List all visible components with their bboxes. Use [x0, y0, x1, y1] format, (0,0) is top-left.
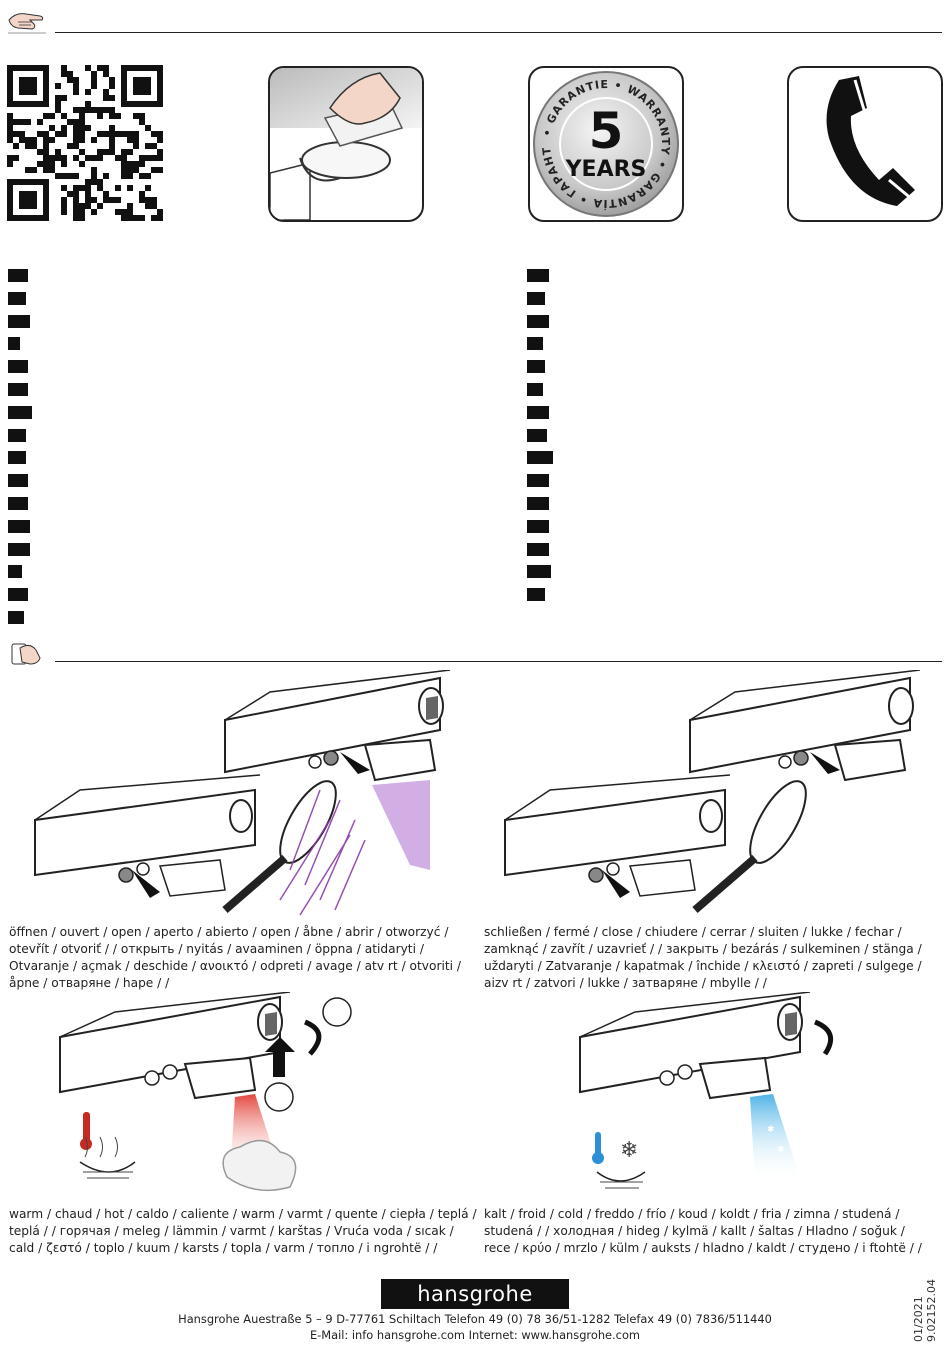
header-rule: [55, 32, 942, 33]
doc-number: 9.02152.04: [925, 1279, 938, 1342]
language-code-box: [527, 405, 549, 419]
phone-icon: [826, 76, 915, 206]
caption-open-2: otevřít / otvoriť / / открыть / nyitás /…: [9, 942, 424, 956]
qr-code: [7, 65, 163, 221]
language-code-box: [527, 383, 543, 396]
caption-open-4: åpne / отваряне / hape / /: [9, 976, 170, 990]
phone-card: [787, 66, 943, 222]
language-code-box: [8, 360, 28, 374]
section-rule: [55, 661, 942, 662]
caption-close-4: aizv rt / zatvori / lukke / затваряне / …: [484, 976, 767, 990]
illustration-warm: [55, 991, 365, 1202]
footer-address: Hansgrohe Auestraße 5 – 9 D-77761 Schilt…: [178, 1312, 772, 1326]
caption-cold-3: rece / κρύο / mrzlo / külm / auksts / hl…: [484, 1241, 922, 1255]
illustration-open: [20, 669, 460, 922]
language-code-box: [527, 291, 545, 305]
language-code-box: [527, 542, 549, 556]
language-code-box: [8, 291, 26, 305]
warranty-seal: [533, 71, 679, 217]
language-code-box: [527, 497, 549, 510]
language-code-box: [8, 269, 28, 282]
language-code-box: [8, 314, 30, 328]
language-code-box: [8, 611, 24, 624]
caption-close-1: schließen / fermé / close / chiudere / c…: [484, 925, 902, 939]
language-code-box: [8, 588, 28, 602]
caption-open-1: öffnen / ouvert / open / aperto / abiert…: [9, 925, 449, 939]
doc-date: 01/2021: [912, 1296, 925, 1342]
footer-web: E-Mail: info hansgrohe.com Internet: www…: [309, 1328, 641, 1342]
cleaning-illustration: [270, 68, 422, 220]
language-code-box: [8, 565, 22, 579]
pointing-hand-icon: [6, 6, 48, 36]
warranty-number: 5: [589, 102, 624, 160]
caption-warm-2: teplá / / горячая / meleg / lämmin / var…: [9, 1224, 454, 1238]
language-code-box: [527, 451, 553, 465]
language-code-box: [527, 314, 549, 328]
caption-open-3: Otvaranje / açmak / deschide / ανοικτό /…: [9, 959, 462, 973]
caption-cold-2: studená / / холодная / hideg / kylmä / k…: [484, 1224, 905, 1238]
language-code-box: [527, 588, 545, 602]
language-code-box: [527, 565, 551, 579]
caption-close-3: uždaryti / Zatvaranje / kapatmak / închi…: [484, 959, 922, 973]
brand-logo: hansgrohe: [381, 1279, 569, 1309]
caption-warm-3: cald / ζεστό / toplo / kuum / karsts / t…: [9, 1241, 438, 1255]
language-code-box: [527, 474, 549, 488]
language-code-box: [527, 428, 547, 442]
warranty-card: • GARANTIE • WARRANTY • GARANTÍA • ГАРАН…: [528, 66, 684, 222]
doc-id: 01/2021 9.02152.04: [912, 1279, 938, 1342]
caption-cold-1: kalt / froid / cold / freddo / frío / ko…: [484, 1207, 900, 1221]
language-code-box: [527, 269, 549, 282]
caption-close-2: zamknąć / zavřít / uzavrieť / / закрыть …: [484, 942, 922, 956]
language-code-box: [8, 519, 30, 533]
language-code-box: [527, 360, 545, 374]
svg-text:✱: ✱: [767, 1125, 775, 1135]
language-code-box: [527, 337, 543, 351]
svg-text:✱: ✱: [777, 1145, 785, 1155]
language-code-box: [8, 451, 26, 465]
illustration-cold: ✱ ✱ ❄: [575, 991, 875, 1202]
svg-text:❄: ❄: [620, 1138, 638, 1163]
language-code-box: [8, 474, 28, 488]
language-code-box: [8, 337, 20, 351]
language-code-box: [527, 519, 549, 533]
cleaning-card: [268, 66, 424, 222]
language-code-box: [8, 428, 26, 442]
caption-warm-1: warm / chaud / hot / caldo / caliente / …: [9, 1207, 477, 1221]
hand-touch-icon: [10, 640, 44, 666]
language-code-box: [8, 497, 28, 510]
language-code-box: [8, 542, 30, 556]
warranty-years: YEARS: [565, 157, 647, 182]
language-code-box: [8, 405, 32, 419]
language-code-box: [8, 383, 28, 396]
illustration-close: [500, 669, 940, 922]
